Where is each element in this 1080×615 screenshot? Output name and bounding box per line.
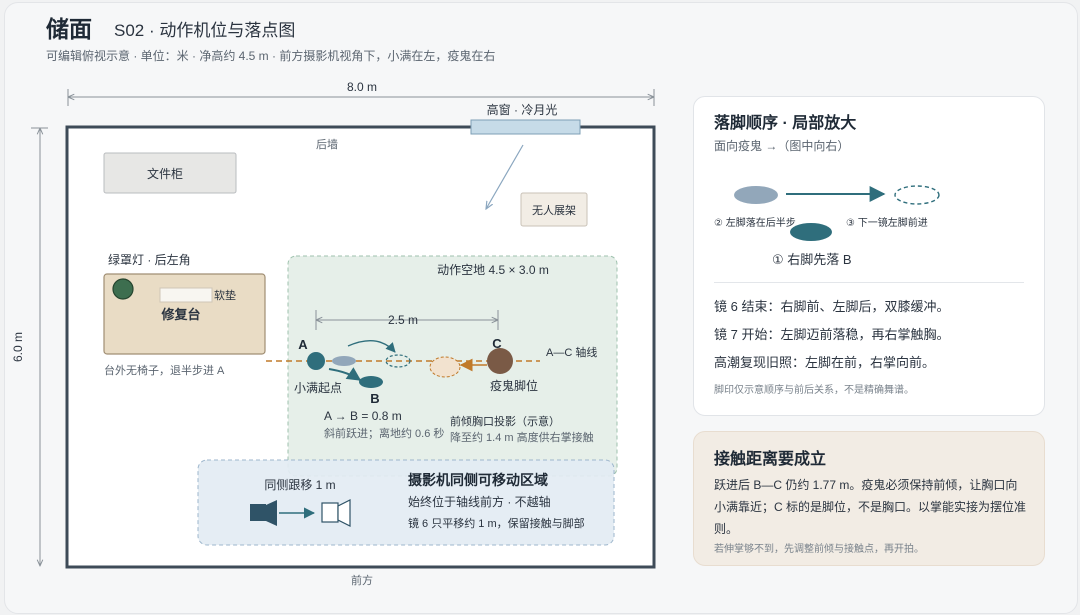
step3-label: ③ 下一镜左脚前进 (846, 218, 928, 229)
table-note: 台外无椅子，退半步进 A (104, 363, 225, 377)
table-label: 修复台 (160, 307, 200, 322)
contact-body: 跃进后 B—C 仍约 1.77 m。疫鬼必须保持前倾，让胸口向小满靠近；C 标的… (714, 478, 1027, 536)
empty-shelf (520, 192, 588, 227)
point-c-marker (487, 348, 513, 374)
pad-label: 软垫 (214, 288, 236, 302)
footwork-line3: 高潮复现旧照：左脚在前，右掌向前。 (714, 355, 936, 370)
chest-note: 前倾胸口投影（示意） (450, 414, 560, 428)
step2-label: ② 左脚落在后半步 (714, 218, 796, 229)
left-foot-detail (734, 186, 778, 204)
camera-zone-line2: 镜 6 只平移约 1 m，保留接触与脚部 (408, 516, 585, 530)
shelf-label: 无人展架 (532, 204, 576, 217)
right-foot-marker-b (359, 376, 383, 388)
camera-zone (197, 459, 615, 546)
distance-label: 2.5 m (388, 313, 418, 327)
cabinet-label: 文件柜 (147, 166, 183, 181)
moonlight-arrow (486, 144, 524, 209)
front-label: 前方 (351, 573, 373, 587)
high-window (470, 119, 581, 135)
camera-zone-title: 摄影机同侧可移动区域 (408, 472, 548, 488)
camera-move-label: 同侧跟移 1 m (264, 478, 335, 492)
footwork-detail (734, 185, 940, 241)
footwork-divider (714, 282, 1024, 283)
camera-zone-line1: 始终位于轴线前方 · 不越轴 (408, 494, 551, 509)
axis-label: A—C 轴线 (546, 345, 597, 359)
back-wall-label: 后墙 (316, 137, 338, 151)
scene-title: S02 · 动作机位与落点图 (114, 21, 296, 40)
soft-pad (159, 287, 213, 303)
restoration-table (103, 273, 266, 355)
next-foot-detail (894, 185, 940, 205)
depth-dimension: 6.0 m (11, 128, 48, 566)
lamp-label: 绿罩灯 · 后左角 (108, 252, 191, 267)
left-foot-marker (332, 356, 356, 366)
contact-panel: 接触距离要成立 跃进后 B—C 仍约 1.77 m。疫鬼必须保持前倾，让胸口向小… (693, 431, 1045, 566)
camera-icon (250, 500, 277, 526)
ab-sub: 斜前跃进；离地约 0.6 秒 (324, 426, 444, 440)
page-subtitle: 可编辑俯视示意 · 单位：米 · 净高约 4.5 m · 前方摄影机视角下，小满… (46, 49, 496, 63)
right-foot-detail (790, 223, 832, 241)
depth-label: 6.0 m (11, 332, 25, 362)
camera-target-icon (321, 499, 351, 527)
footwork-panel: 落脚顺序 · 局部放大 面向疫鬼 →（图中向右） ② 左脚落在后半步 ③ 下一镜… (693, 96, 1045, 416)
contact-note: 若伸掌够不到，先调整前倾与接触点，再开拍。 (714, 544, 924, 555)
window-label: 高窗 · 冷月光 (487, 102, 558, 117)
width-dimension: 8.0 m (68, 80, 654, 106)
file-cabinet (103, 152, 237, 194)
leap-arrow (328, 367, 362, 381)
next-foot-marker (385, 354, 411, 368)
ghost-label: 疫鬼脚位 (490, 378, 538, 393)
point-a-label: A (298, 337, 308, 352)
point-c-label: C (492, 336, 502, 351)
ab-note: A → B = 0.8 m (324, 409, 402, 423)
action-zone-label: 动作空地 4.5 × 3.0 m (437, 263, 549, 277)
footwork-subtitle: 面向疫鬼 →（图中向右） (714, 139, 850, 153)
point-b-label: B (370, 391, 379, 406)
step-arrow (347, 340, 396, 353)
width-label: 8.0 m (347, 80, 377, 94)
chest-sub: 降至约 1.4 m 高度供右掌接触 (450, 430, 594, 444)
point-a-marker (307, 352, 325, 370)
chest-projection (429, 356, 461, 378)
footwork-line1: 镜 6 结束：右脚前、左脚后，双膝缓冲。 (714, 299, 950, 314)
footwork-line2: 镜 7 开始：左脚迈前落稳，再右掌触胸。 (714, 327, 950, 342)
page-title: 储面 (46, 16, 92, 42)
contact-title: 接触距离要成立 (714, 451, 827, 468)
footwork-title: 落脚顺序 · 局部放大 (714, 115, 857, 132)
start-label: 小满起点 (294, 381, 342, 395)
green-lamp-icon (112, 278, 134, 300)
step1-label: ① 右脚先落 B (772, 252, 852, 267)
footwork-note: 脚印仅示意顺序与前后关系，不是精确舞谱。 (714, 385, 914, 396)
